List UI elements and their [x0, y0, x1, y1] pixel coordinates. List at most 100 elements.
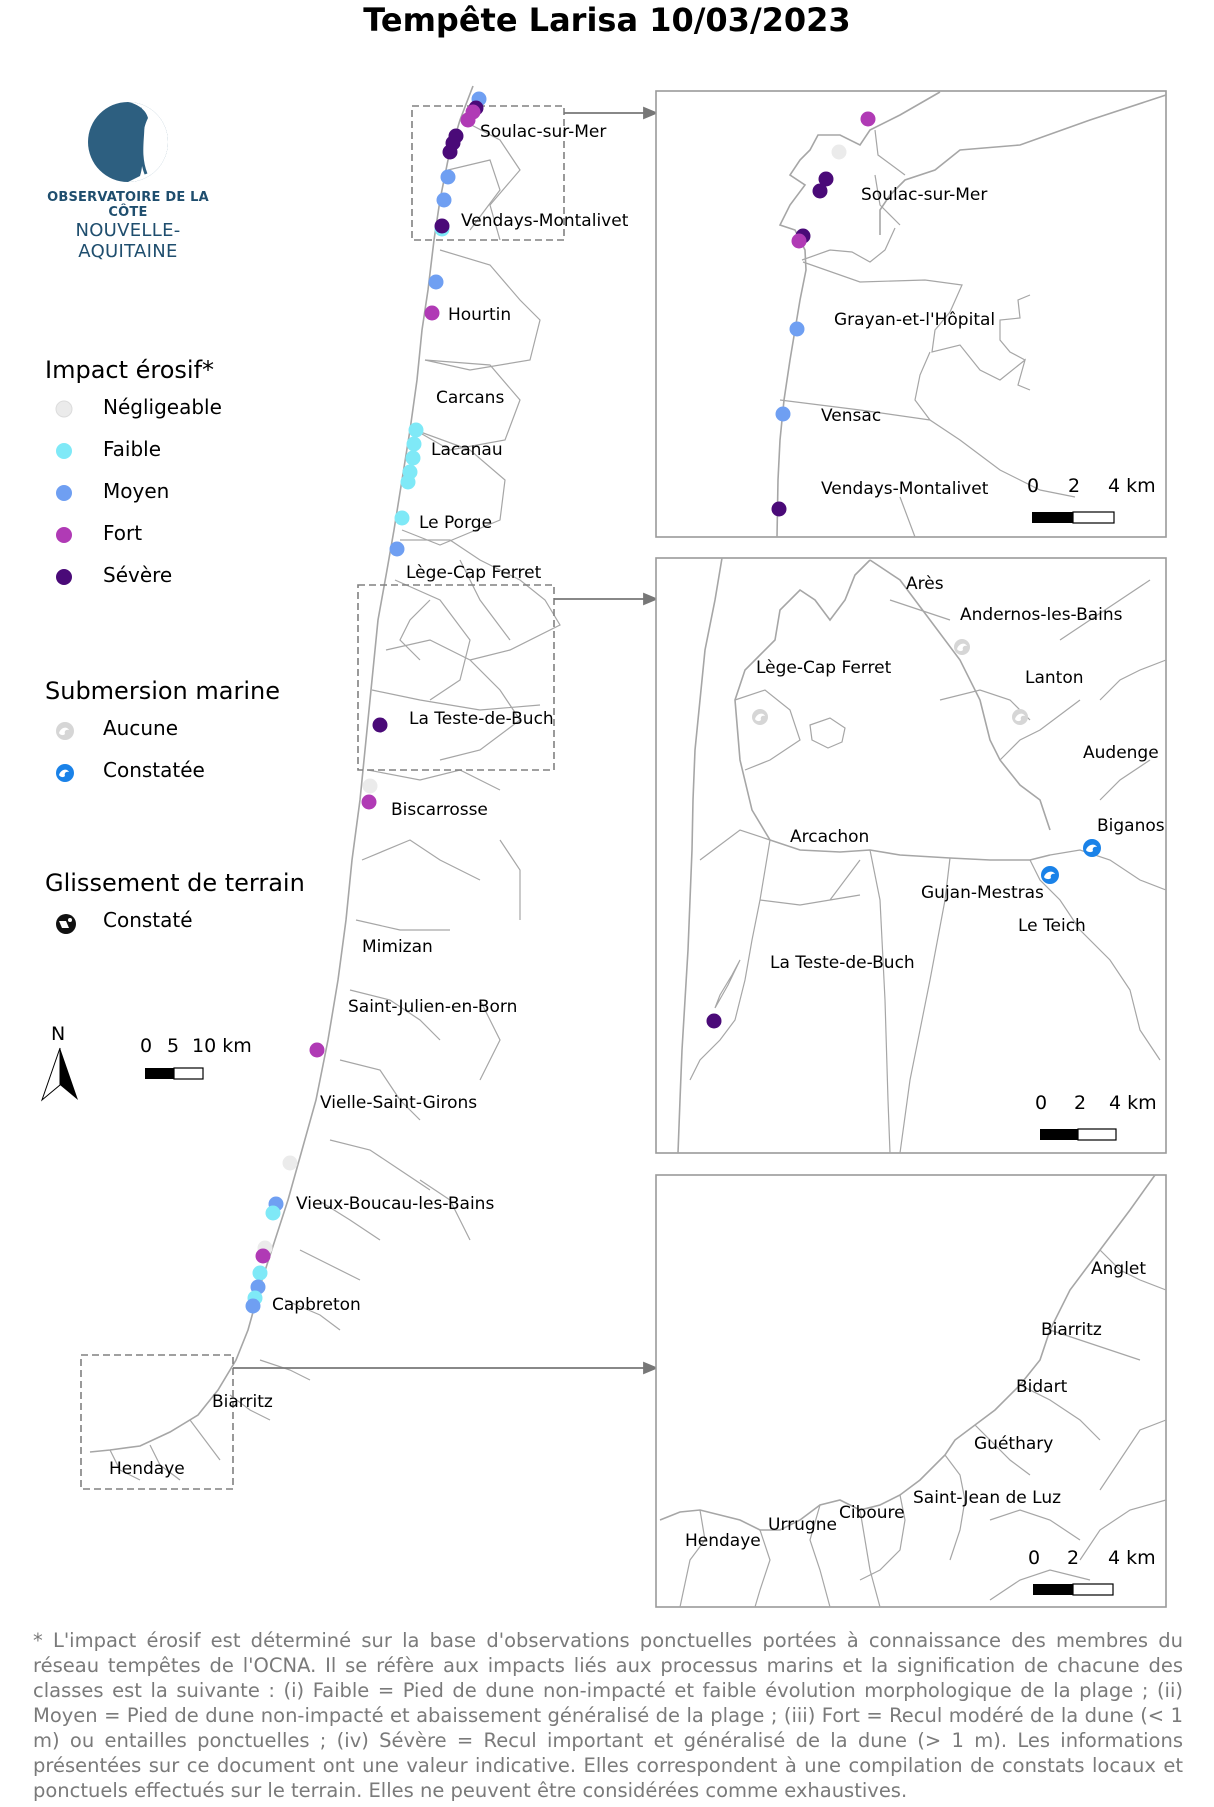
- main-coastline: [89, 85, 474, 1453]
- scale-label: 5: [167, 1035, 179, 1057]
- observation-dot: [424, 305, 440, 321]
- place-label: Saint-Julien-en-Born: [348, 997, 517, 1017]
- place-label: Biganos: [1097, 816, 1165, 836]
- observation-dot: [831, 144, 847, 160]
- place-label: Carcans: [436, 388, 504, 408]
- logo-name: OBSERVATOIRE DE LA CÔTE NOUVELLE-AQUITAI…: [28, 190, 228, 262]
- observation-dot: [408, 422, 424, 438]
- observation-dot: [789, 321, 805, 337]
- dot-fort-icon: [56, 527, 72, 543]
- observation-dot: [255, 1248, 271, 1264]
- dot-faible-icon: [56, 443, 72, 459]
- scale-label: 4 km: [1109, 1092, 1157, 1114]
- wave-gray-icon: [752, 709, 768, 725]
- place-label: Vendays-Montalivet: [461, 211, 629, 231]
- observation-dot: [460, 112, 476, 128]
- place-label: Soulac-sur-Mer: [861, 185, 987, 205]
- observation-dot: [372, 717, 388, 733]
- logo: [28, 98, 228, 228]
- landslide-icon: [56, 914, 76, 934]
- place-label: Soulac-sur-Mer: [480, 122, 606, 142]
- footnote: * L'impact érosif est déterminé sur la b…: [33, 1629, 1183, 1802]
- place-label: Mimizan: [362, 937, 433, 957]
- north-arrow-icon: N: [40, 1023, 78, 1102]
- observation-dot: [442, 144, 458, 160]
- observation-dot: [436, 192, 452, 208]
- scale-label: 10 km: [192, 1035, 252, 1057]
- map-title: Tempête Larisa 10/03/2023: [363, 1, 851, 39]
- place-label: Lège-Cap Ferret: [406, 563, 542, 583]
- main-place-labels: Soulac-sur-Mer Vendays-Montalivet Hourti…: [109, 122, 629, 1479]
- inset-arcachon: Arès Andernos-les-Bains Lège-Cap Ferret …: [655, 557, 1167, 1154]
- place-label: Biarritz: [1041, 1320, 1102, 1340]
- wave-blue-icon: [56, 764, 74, 782]
- connector-arrows: [233, 106, 659, 1375]
- inset-basque: Anglet Biarritz Bidart Guéthary Saint-Je…: [655, 1174, 1167, 1608]
- legend-label: Faible: [103, 437, 162, 461]
- place-label: Hendaye: [685, 1531, 761, 1551]
- place-label: Le Teich: [1018, 916, 1086, 936]
- place-label: Hendaye: [109, 1459, 185, 1479]
- observation-dot: [791, 233, 807, 249]
- observation-dot: [406, 436, 422, 452]
- place-label: Lanton: [1025, 668, 1084, 688]
- observation-dot: [394, 510, 410, 526]
- place-label: La Teste-de-Buch: [409, 709, 554, 729]
- observation-dot: [860, 111, 876, 127]
- legend-label: Moyen: [103, 479, 170, 503]
- observation-dot: [812, 183, 828, 199]
- observation-dot: [771, 501, 787, 517]
- dot-negligeable-icon: [55, 400, 73, 418]
- observation-dot: [775, 406, 791, 422]
- wave-gray-icon: [954, 639, 970, 655]
- observation-dot: [309, 1042, 325, 1058]
- place-label: Lège-Cap Ferret: [756, 658, 892, 678]
- place-label: Ciboure: [839, 1503, 905, 1523]
- observation-dot: [706, 1013, 722, 1029]
- wave-gray-icon: [56, 722, 74, 740]
- scale-label: 4 km: [1108, 1547, 1156, 1569]
- legend-label: Sévère: [103, 563, 173, 587]
- scale-label: 0: [1035, 1092, 1047, 1114]
- logo-emblem-icon: [88, 102, 168, 182]
- legend-label: Négligeable: [103, 395, 222, 419]
- scale-label: 2: [1067, 1547, 1079, 1569]
- legend-label: Fort: [103, 521, 143, 545]
- inset-north: Soulac-sur-Mer Grayan-et-l'Hôpital Vensa…: [655, 90, 1167, 538]
- place-label: Saint-Jean de Luz: [913, 1488, 1061, 1508]
- scale-label: 4 km: [1108, 475, 1156, 497]
- logo-line-2: NOUVELLE-AQUITAINE: [75, 220, 181, 262]
- place-label: Biarritz: [212, 1392, 273, 1412]
- scale-label: 0: [140, 1035, 152, 1057]
- scale-label: 0: [1028, 1547, 1040, 1569]
- observation-dot: [265, 1205, 281, 1221]
- place-label: Andernos-les-Bains: [960, 605, 1123, 625]
- place-label: Lacanau: [431, 440, 503, 460]
- legend-landslide-title: Glissement de terrain: [45, 869, 305, 897]
- observation-dot: [252, 1265, 268, 1281]
- scale-label: 2: [1068, 475, 1080, 497]
- place-label: Le Porge: [419, 513, 492, 533]
- dot-moyen-icon: [56, 485, 72, 501]
- extent-box-arcachon: [357, 584, 555, 771]
- observation-dot: [361, 794, 377, 810]
- observation-dot: [362, 778, 378, 794]
- legend-impact-title: Impact érosif*: [45, 356, 215, 384]
- place-label: Biscarrosse: [391, 800, 488, 820]
- place-label: Grayan-et-l'Hôpital: [834, 310, 995, 330]
- main-commune-boundaries: [109, 119, 561, 1481]
- place-label: Vieux-Boucau-les-Bains: [296, 1194, 494, 1214]
- place-label: Arès: [906, 574, 944, 594]
- legend-label: Constatée: [103, 758, 205, 782]
- legend-label: Constaté: [103, 908, 193, 932]
- place-label: Anglet: [1091, 1259, 1146, 1279]
- observation-dot: [400, 474, 416, 490]
- north-label: N: [51, 1023, 65, 1045]
- observation-dot: [282, 1155, 298, 1171]
- place-label: Audenge: [1083, 743, 1159, 763]
- place-label: Guéthary: [974, 1434, 1053, 1454]
- place-label: Arcachon: [790, 827, 869, 847]
- observation-dot: [389, 541, 405, 557]
- wave-blue-icon: [1041, 866, 1059, 884]
